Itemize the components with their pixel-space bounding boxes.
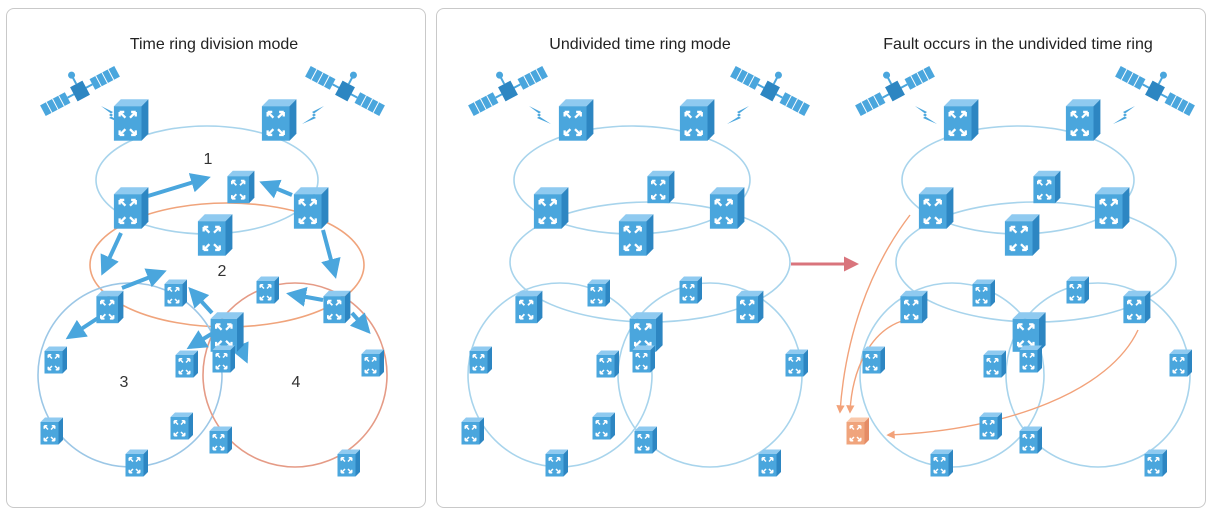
switch-device-icon bbox=[1168, 348, 1193, 378]
switch-device-icon bbox=[617, 213, 655, 257]
switch-device-icon bbox=[292, 186, 330, 230]
switch-device-icon bbox=[942, 98, 980, 142]
satellite-icon bbox=[1113, 51, 1204, 119]
arrow-icon bbox=[259, 179, 293, 199]
right-panel bbox=[436, 8, 1206, 508]
switch-device-icon bbox=[1064, 98, 1102, 142]
middle-panel-title: Undivided time ring mode bbox=[549, 36, 731, 53]
arrow-icon bbox=[286, 287, 324, 307]
middle-diagram bbox=[459, 51, 819, 478]
lightning-icon bbox=[727, 106, 749, 124]
switch-device-icon bbox=[112, 186, 150, 230]
switch-device-icon bbox=[226, 169, 256, 205]
switch-device-icon bbox=[1018, 344, 1043, 374]
ring-4 bbox=[202, 282, 388, 468]
arrow-icon bbox=[321, 229, 341, 279]
switch-device-icon bbox=[917, 186, 955, 230]
fault-device-icon bbox=[845, 416, 870, 446]
lightning-icon bbox=[302, 106, 324, 124]
switch-device-icon bbox=[586, 278, 611, 308]
satellite-icon bbox=[459, 51, 550, 119]
switch-device-icon bbox=[735, 289, 765, 325]
ring-label-1: 1 bbox=[204, 151, 213, 168]
switch-device-icon bbox=[631, 344, 656, 374]
switch-device-icon bbox=[1003, 213, 1041, 257]
arrow-icon bbox=[349, 311, 371, 334]
switch-device-icon bbox=[1032, 169, 1062, 205]
switch-device-icon bbox=[260, 98, 298, 142]
switch-device-icon bbox=[360, 348, 385, 378]
switch-device-icon bbox=[971, 278, 996, 308]
switch-device-icon bbox=[460, 416, 485, 446]
lightning-icon bbox=[915, 106, 937, 124]
switch-device-icon bbox=[595, 349, 620, 379]
switch-device-icon bbox=[514, 289, 544, 325]
switch-device-icon bbox=[861, 345, 886, 375]
switch-device-icon bbox=[757, 448, 782, 478]
switch-device-icon bbox=[163, 278, 188, 308]
switch-device-icon bbox=[557, 98, 595, 142]
satellite-icon bbox=[846, 51, 937, 119]
switch-device-icon bbox=[708, 186, 746, 230]
satellite-icon bbox=[303, 51, 394, 119]
switch-device-icon bbox=[678, 275, 703, 305]
switch-device-icon bbox=[1143, 448, 1168, 478]
fault-path bbox=[836, 214, 1139, 439]
arrow-icon bbox=[188, 287, 214, 315]
ring-label-4: 4 bbox=[292, 374, 301, 391]
arrow-icon bbox=[65, 316, 100, 340]
switch-device-icon bbox=[174, 349, 199, 379]
switch-device-icon bbox=[95, 289, 125, 325]
switch-device-icon bbox=[1093, 186, 1131, 230]
arrow-icon bbox=[147, 173, 211, 198]
switch-device-icon bbox=[633, 425, 658, 455]
lightning-icon bbox=[529, 106, 551, 124]
switch-device-icon bbox=[196, 213, 234, 257]
switch-device-icon bbox=[211, 344, 236, 374]
switch-device-icon bbox=[899, 289, 929, 325]
arrow-icon bbox=[121, 268, 167, 290]
switch-device-icon bbox=[982, 349, 1007, 379]
ring-label-3: 3 bbox=[120, 374, 129, 391]
switch-device-icon bbox=[208, 425, 233, 455]
switch-device-icon bbox=[322, 289, 352, 325]
switch-device-icon bbox=[929, 448, 954, 478]
switch-device-icon bbox=[255, 275, 280, 305]
switch-device-icon bbox=[591, 411, 616, 441]
lightning-icon bbox=[1113, 106, 1135, 124]
switch-device-icon bbox=[336, 448, 361, 478]
switch-device-icon bbox=[124, 448, 149, 478]
switch-device-icon bbox=[39, 416, 64, 446]
switch-device-icon bbox=[544, 448, 569, 478]
left-panel-title: Time ring division mode bbox=[129, 36, 299, 53]
switch-device-icon bbox=[1122, 289, 1152, 325]
satellite-icon bbox=[31, 51, 122, 119]
switch-device-icon bbox=[468, 345, 493, 375]
right-panel-title: Fault occurs in the undivided time ring bbox=[883, 36, 1153, 53]
switch-device-icon bbox=[112, 98, 150, 142]
switch-device-icon bbox=[978, 411, 1003, 441]
switch-device-icon bbox=[1018, 425, 1043, 455]
satellite-icon bbox=[728, 51, 819, 119]
switch-device-icon bbox=[169, 411, 194, 441]
switch-device-icon bbox=[532, 186, 570, 230]
switch-device-icon bbox=[43, 345, 68, 375]
arrow-icon bbox=[186, 330, 215, 350]
arrow-icon bbox=[100, 232, 123, 276]
switch-device-icon bbox=[784, 348, 809, 378]
left-diagram: 1 2 3 4 bbox=[31, 51, 394, 478]
switch-device-icon bbox=[1065, 275, 1090, 305]
fault-diagram bbox=[836, 51, 1204, 478]
ring-label-2: 2 bbox=[218, 263, 227, 280]
switch-device-icon bbox=[646, 169, 676, 205]
switch-device-icon bbox=[678, 98, 716, 142]
